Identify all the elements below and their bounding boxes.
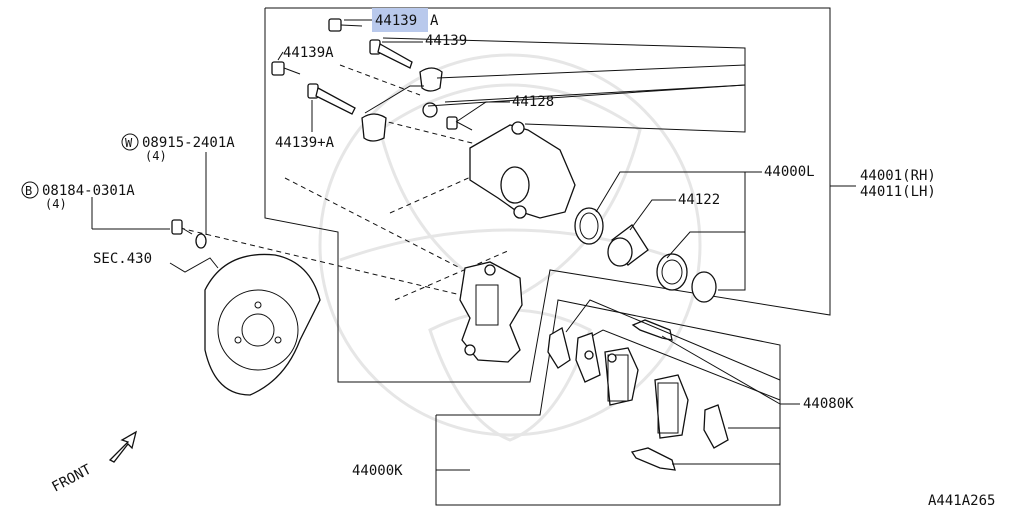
bleeder-screw[interactable]	[446, 116, 473, 131]
label-caliper-lh[interactable]: 44011(LH)	[860, 184, 936, 200]
label-pin-plus-a[interactable]: 44139+A	[275, 135, 335, 151]
snap-ring[interactable]	[691, 271, 717, 303]
label-bleeder[interactable]: 44128	[512, 94, 554, 110]
leaders-right	[364, 37, 856, 291]
label-pin-top[interactable]: 44139	[425, 33, 467, 49]
piston-boot[interactable]	[656, 253, 688, 291]
bleeder-cap[interactable]	[422, 102, 438, 118]
pin-boot-lower[interactable]	[361, 113, 387, 142]
label-caliper-rh[interactable]: 44001(RH)	[860, 168, 936, 184]
pad-outer[interactable]	[654, 374, 689, 439]
pad-clip-bottom[interactable]	[630, 447, 676, 471]
label-bolt-b[interactable]: 08184-0301A	[42, 183, 135, 199]
marker-w: W	[125, 136, 133, 150]
piston-seal[interactable]	[574, 207, 604, 245]
shim-3[interactable]	[703, 404, 729, 449]
leaders-pads	[436, 299, 800, 471]
guide-pin-a-top[interactable]	[328, 18, 363, 32]
label-pin-a-left[interactable]: 44139A	[283, 45, 334, 61]
guide-pin-a-left[interactable]	[271, 61, 301, 76]
marker-b: B	[25, 184, 32, 198]
bolt-b[interactable]	[171, 219, 193, 235]
pin-boot-upper[interactable]	[419, 67, 443, 92]
label-sec[interactable]: SEC.430	[93, 251, 152, 267]
pin-circle-pad[interactable]	[584, 350, 617, 363]
label-pad-kit[interactable]: 44000K	[352, 463, 403, 479]
washer-w[interactable]	[195, 233, 207, 249]
piston[interactable]	[607, 224, 649, 267]
shim-1[interactable]	[547, 327, 571, 369]
label-front: FRONT	[49, 461, 94, 495]
label-bolt-w-qty: (4)	[145, 149, 167, 163]
label-pads[interactable]: 44080K	[803, 396, 854, 412]
pad-clip-top[interactable]	[631, 319, 673, 341]
label-caliper-l[interactable]: 44000L	[764, 164, 815, 180]
guide-pin-plus-a[interactable]	[307, 83, 356, 115]
caliper-body[interactable]	[469, 121, 576, 219]
label-bolt-b-qty: (4)	[45, 197, 67, 211]
label-piston[interactable]: 44122	[678, 192, 720, 208]
label-pin-a-top-suffix: A	[430, 13, 439, 29]
figure-code: A441A265	[928, 493, 995, 509]
highlight-box	[372, 8, 428, 32]
backing-plate[interactable]	[204, 253, 321, 396]
label-pin-a-top[interactable]: 44139	[375, 13, 417, 29]
front-arrow-icon	[108, 430, 138, 463]
guide-pin-top[interactable]	[369, 39, 413, 69]
caliper-bracket[interactable]	[459, 261, 523, 363]
label-bolt-w[interactable]: 08915-2401A	[142, 135, 235, 151]
